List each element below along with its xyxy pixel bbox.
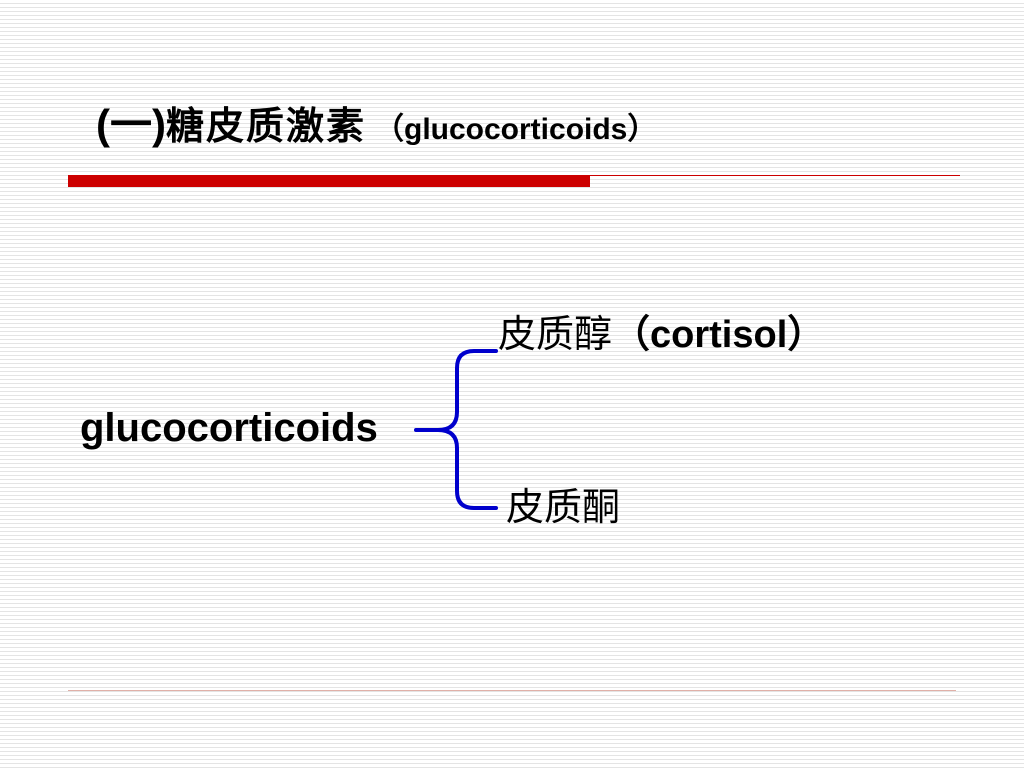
branch-cortisol-english: （cortisol） <box>612 314 826 356</box>
branch-cortisol-chinese: 皮质醇 <box>498 312 613 356</box>
diagram-root-label: glucocorticoids <box>80 406 378 450</box>
branch-corticosterone-chinese: 皮质酮 <box>506 485 621 529</box>
footer-divider <box>68 690 956 691</box>
title-underline-thin <box>590 175 960 176</box>
diagram-branch-corticosterone: 皮质酮 <box>506 488 620 527</box>
title-underline-thick <box>68 175 590 187</box>
diagram-branch-cortisol: 皮质醇（cortisol） <box>498 315 825 354</box>
slide-title: (一)糖皮质激素（glucocorticoids） <box>96 104 657 146</box>
title-number: (一) <box>96 101 166 148</box>
title-chinese: 糖皮质激素 <box>165 103 366 148</box>
title-english: （glucocorticoids） <box>374 113 658 146</box>
brace-path <box>414 349 498 510</box>
